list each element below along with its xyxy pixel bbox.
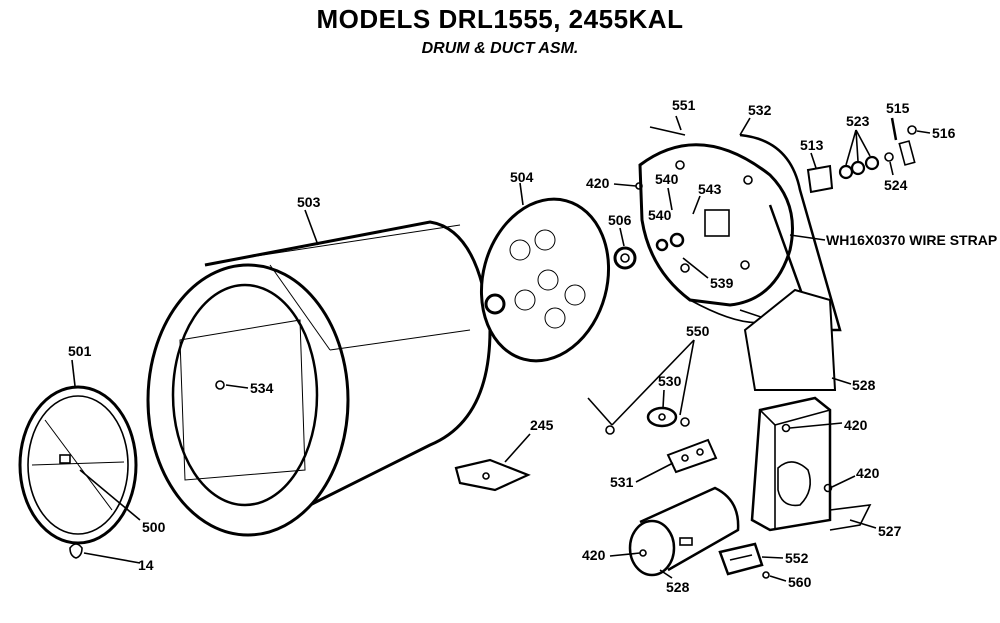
part-552-terminal-block[interactable] bbox=[718, 542, 764, 576]
label-503: 503 bbox=[297, 194, 321, 210]
part-531-bracket[interactable] bbox=[666, 438, 718, 474]
part-503-drum[interactable] bbox=[146, 220, 492, 537]
part-504-drum-head[interactable] bbox=[464, 185, 626, 376]
part-528-heater[interactable] bbox=[628, 486, 740, 577]
label-516: 516 bbox=[932, 125, 956, 141]
label-420-d: 420 bbox=[582, 547, 606, 563]
label-552: 552 bbox=[785, 550, 809, 566]
part-515-pin[interactable] bbox=[890, 117, 916, 166]
label-531: 531 bbox=[610, 474, 634, 490]
label-560: 560 bbox=[788, 574, 812, 590]
part-516-screw[interactable] bbox=[907, 125, 917, 135]
label-551: 551 bbox=[672, 97, 696, 113]
label-420-a: 420 bbox=[586, 175, 610, 191]
label-528-duct: 528 bbox=[852, 377, 876, 393]
part-532-duct[interactable] bbox=[739, 133, 842, 391]
label-530: 530 bbox=[658, 373, 682, 389]
label-513: 513 bbox=[800, 137, 824, 153]
label-539: 539 bbox=[710, 275, 734, 291]
label-543: 543 bbox=[698, 181, 722, 197]
label-420-b: 420 bbox=[844, 417, 868, 433]
page-title: MODELS DRL1555, 2455KAL bbox=[316, 4, 684, 34]
part-245-bracket[interactable] bbox=[454, 458, 531, 492]
part-14-clip[interactable] bbox=[69, 543, 83, 559]
label-420-c: 420 bbox=[856, 465, 880, 481]
part-523-washers[interactable] bbox=[838, 155, 880, 180]
label-501: 501 bbox=[68, 343, 92, 359]
label-540-b: 540 bbox=[648, 207, 672, 223]
label-524: 524 bbox=[884, 177, 908, 193]
part-551-bulkhead[interactable] bbox=[638, 143, 794, 324]
part-513-bracket[interactable] bbox=[806, 164, 834, 194]
label-504: 504 bbox=[510, 169, 534, 185]
label-527: 527 bbox=[878, 523, 902, 539]
part-560-screw[interactable] bbox=[762, 571, 770, 579]
part-501-ring[interactable] bbox=[18, 385, 138, 545]
label-540-a: 540 bbox=[655, 171, 679, 187]
part-506-bearing[interactable] bbox=[613, 246, 637, 270]
label-523: 523 bbox=[846, 113, 870, 129]
label-515: 515 bbox=[886, 100, 910, 116]
label-500: 500 bbox=[142, 519, 166, 535]
part-527-housing[interactable] bbox=[750, 396, 872, 532]
label-506: 506 bbox=[608, 212, 632, 228]
label-245: 245 bbox=[530, 417, 554, 433]
page-subtitle: DRUM & DUCT ASM. bbox=[421, 40, 579, 57]
label-wire-strap: WH16X0370 WIRE STRAP bbox=[826, 232, 997, 248]
part-524-nut[interactable] bbox=[884, 152, 894, 162]
part-530-thermostat[interactable] bbox=[646, 406, 678, 428]
label-550: 550 bbox=[686, 323, 710, 339]
label-14: 14 bbox=[138, 557, 154, 573]
label-528-heater: 528 bbox=[666, 579, 690, 595]
label-534: 534 bbox=[250, 380, 274, 396]
label-532: 532 bbox=[748, 102, 772, 118]
